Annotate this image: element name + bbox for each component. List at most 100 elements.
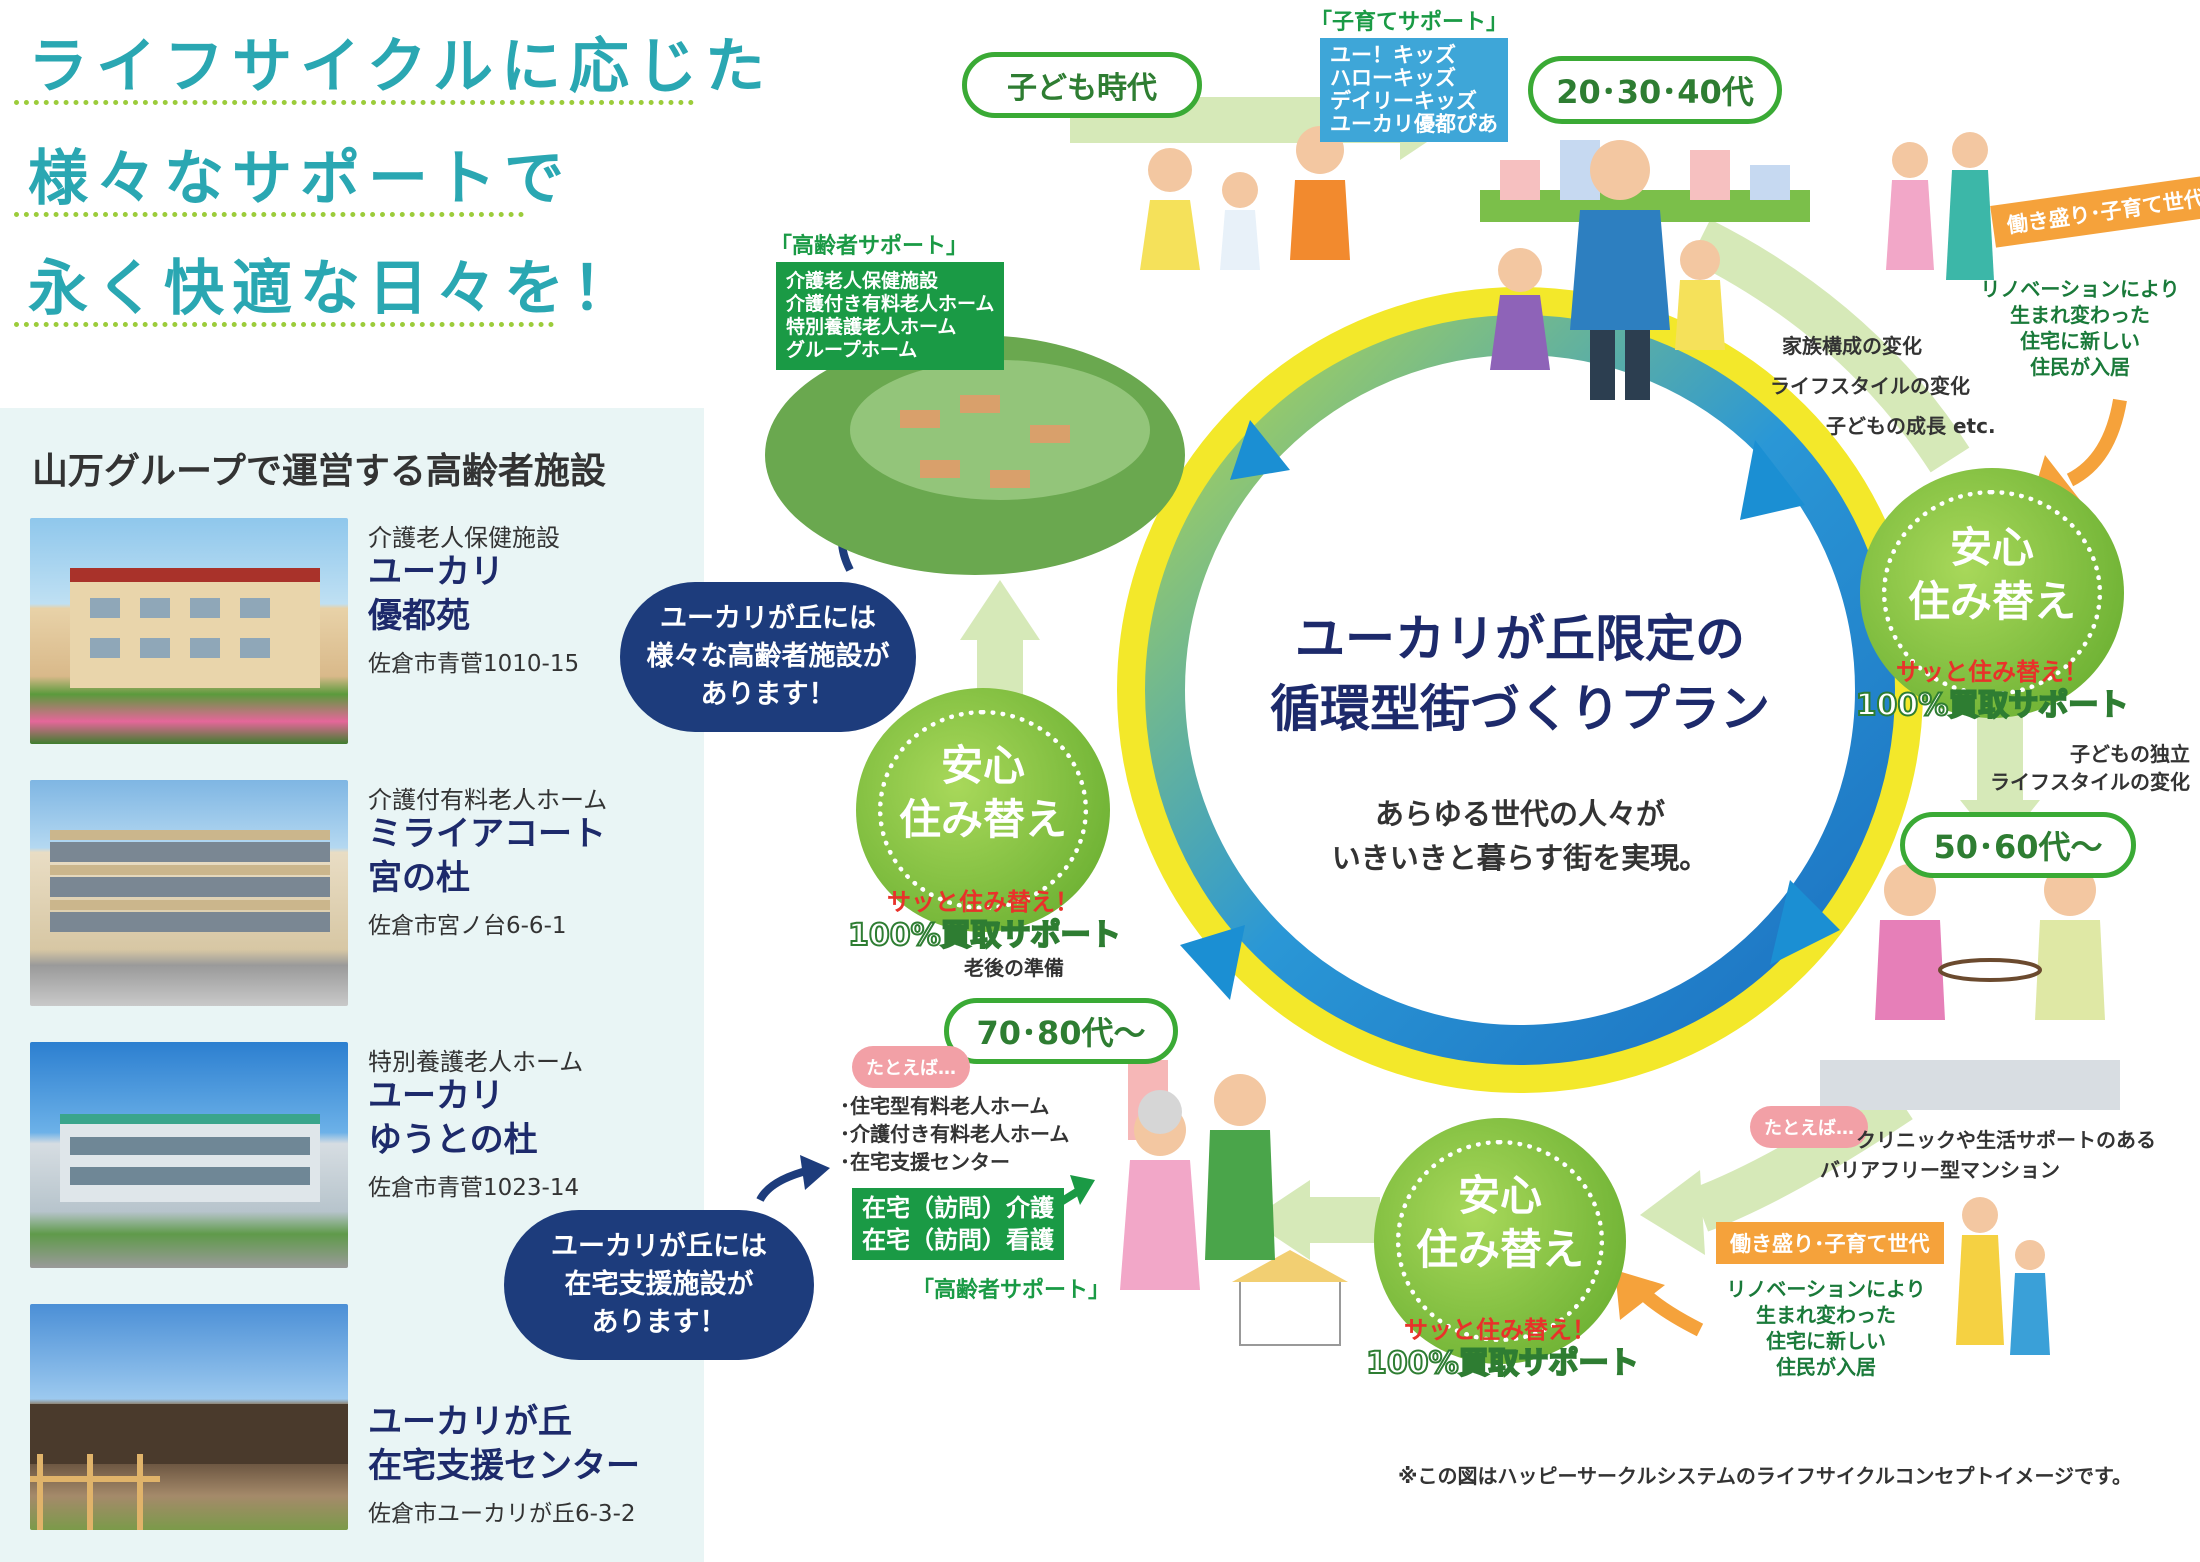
badge-title-line: 住み替え: [898, 795, 1067, 844]
change-lifestyle: ライフスタイルの変化: [1770, 374, 1970, 398]
stage-70-80s: 70･80代～: [944, 998, 1178, 1064]
badge-bottom-sub2: 100%買取サポート: [1365, 1345, 1640, 1382]
badge-title-line: 安心: [1949, 523, 2034, 572]
home-care-item: 在宅（訪問）介護: [862, 1194, 1054, 1222]
badge-title-line: 安心: [940, 741, 1025, 790]
senior-support-top-label: 「高齢者サポート」: [770, 234, 969, 259]
badge-title-line: 安心: [1457, 1171, 1542, 1220]
child-support-item: ユー！キッズ: [1330, 43, 1456, 67]
facilities-title: 山万グループで運営する高齢者施設: [32, 451, 606, 492]
change-child-independence: 子どもの独立: [2070, 742, 2190, 766]
working-generation-label-bottom: 働き盛り･子育て世代: [1716, 1222, 1944, 1264]
renovation-line: 住民が入居: [2030, 355, 2130, 379]
cloud-senior-facilities: ユーカリが丘には 様々な高齢者施設が あります！: [620, 582, 916, 732]
change-lifestyle-2: ライフスタイルの変化: [1990, 770, 2190, 794]
renovation-line: 生まれ変わった: [1756, 1303, 1896, 1327]
child-support-item: デイリーキッズ: [1330, 89, 1477, 113]
couple-cafe-illustration: [1875, 864, 2105, 1020]
child-support-list: ユー！キッズ ハローキッズ デイリーキッズ ユーカリ優都ぴあ: [1320, 38, 1508, 142]
facility-photo-yuutoen: [30, 518, 348, 744]
renovation-line: 住宅に新しい: [1766, 1329, 1886, 1353]
home-care-item: 在宅（訪問）看護: [862, 1226, 1054, 1254]
cloud-bottom-line: あります！: [591, 1307, 727, 1338]
senior-support-item: 特別養護老人ホーム: [786, 316, 957, 338]
cloud-home-support: ユーカリが丘には 在宅支援施設が あります！: [504, 1210, 814, 1360]
headline-line-2: 様々なサポートで: [28, 144, 572, 214]
senior-couple-illustration: [1120, 1074, 1275, 1290]
footnote: ※この図はハッピーサークルシステムのライフサイクルコンセプトイメージです。: [1398, 1464, 2133, 1488]
senior-example-label: たとえば…: [852, 1046, 970, 1088]
facility-address-1: 佐倉市青菅1010-15: [368, 651, 580, 677]
change-family-composition: 家族構成の変化: [1782, 334, 1922, 358]
child-support-item: ユーカリ優都ぴあ: [1330, 112, 1498, 136]
badge-right-sub2: 100%買取サポート: [1855, 687, 2130, 724]
headline-line-3: 永く快適な日々を！: [28, 254, 640, 324]
senior-example-item: ･介護付き有料老人ホーム: [840, 1122, 1070, 1146]
badge-left-sub1: サッと住み替え！: [887, 888, 1079, 916]
facility-address-3: 佐倉市青菅1023-14: [368, 1175, 580, 1201]
child-support-label: 「子育てサポート」: [1310, 10, 1509, 35]
working-family-bottom-illustration: [1956, 1197, 2050, 1355]
badge-relocation-left: 安心 住み替え: [856, 688, 1110, 932]
badge-relocation-right: 安心 住み替え: [1860, 468, 2124, 718]
headline-divider-1: [14, 100, 694, 105]
facility-address-4: 佐倉市ユーカリが丘6-3-2: [368, 1501, 636, 1527]
facility-name-3b: ゆうとの杜: [368, 1120, 538, 1160]
facility-photo-miraia: [30, 780, 348, 1006]
stage-20-30-40s: 20･30･40代: [1528, 56, 1782, 124]
renovation-text-top: リノベーションにより 生まれ変わった 住宅に新しい 住民が入居: [1980, 276, 2180, 380]
facility-type-3: 特別養護老人ホーム: [368, 1048, 584, 1076]
senior-support-top-list: 介護老人保健施設 介護付き有料老人ホーム 特別養護老人ホーム グループホーム: [776, 262, 1005, 370]
cloud-top-line: 様々な高齢者施設が: [646, 641, 890, 672]
center-title-line-2: 循環型街づくりプラン: [1270, 680, 1770, 738]
facility-name-4b: 在宅支援センター: [368, 1446, 640, 1486]
headline-line-1: ライフサイクルに応じた: [28, 32, 773, 102]
old-age-preparation: 老後の準備: [964, 956, 1064, 980]
stage-50-60s: 50･60代～: [1900, 812, 2136, 878]
cloud-top-line: あります！: [700, 679, 836, 710]
senior-support-item: 介護付き有料老人ホーム: [786, 293, 995, 315]
renovation-line: リノベーションにより: [1726, 1277, 1926, 1301]
middle-example-line-1: クリニックや生活サポートのある: [1856, 1128, 2156, 1152]
facility-name-1b: 優都苑: [368, 596, 470, 636]
middle-example-line-2: バリアフリー型マンション: [1820, 1158, 2060, 1182]
facility-type-1: 介護老人保健施設: [368, 524, 560, 552]
facility-name-2a: ミライアコート: [368, 814, 606, 854]
home-care-list: 在宅（訪問）介護 在宅（訪問）看護: [852, 1188, 1064, 1260]
center-subtitle-line-2: いきいきと暮らす街を実現。: [1331, 841, 1709, 875]
badge-bottom-sub1: サッと住み替え！: [1404, 1316, 1596, 1344]
renovation-line: 生まれ変わった: [2010, 303, 2150, 327]
cloud-bottom-line: 在宅支援施設が: [564, 1269, 754, 1300]
family-illustration: [1490, 140, 1725, 400]
senior-example-list: ･住宅型有料老人ホーム ･介護付き有料老人ホーム ･在宅支援センター: [840, 1092, 1069, 1176]
senior-support-item: グループホーム: [786, 339, 918, 361]
facility-name-1a: ユーカリ: [368, 552, 504, 592]
senior-example-item: ･住宅型有料老人ホーム: [840, 1094, 1050, 1118]
badge-title-line: 住み替え: [1907, 577, 2076, 626]
center-subtitle-line-1: あらゆる世代の人々が: [1374, 797, 1665, 831]
cloud-top-line: ユーカリが丘には: [660, 603, 876, 634]
renovation-line: 住民が入居: [1776, 1355, 1876, 1379]
working-family-top-illustration: [1886, 132, 1994, 280]
facility-name-2b: 宮の杜: [368, 858, 470, 898]
change-child-growth: 子どもの成長 etc.: [1826, 414, 1996, 438]
cloud-bottom-line: ユーカリが丘には: [551, 1231, 767, 1262]
facility-photo-support-center: [30, 1304, 348, 1530]
badge-left-sub2: 100%買取サポート: [847, 917, 1122, 954]
headline-divider-3: [14, 322, 554, 327]
headline-divider-2: [14, 212, 524, 217]
badge-title-line: 住み替え: [1415, 1225, 1584, 1274]
stage-childhood: 子ども時代: [962, 52, 1202, 118]
facility-name-4a: ユーカリが丘: [368, 1402, 572, 1442]
facility-type-2: 介護付有料老人ホーム: [368, 786, 608, 814]
renovation-line: リノベーションにより: [1980, 277, 2180, 301]
center-title-line-1: ユーカリが丘限定の: [1295, 610, 1745, 668]
renovation-line: 住宅に新しい: [2020, 329, 2140, 353]
senior-support-item: 介護老人保健施設: [786, 270, 939, 292]
child-support-item: ハローキッズ: [1330, 66, 1456, 90]
middle-example-label: たとえば…: [1750, 1106, 1868, 1148]
renovation-text-bottom: リノベーションにより 生まれ変わった 住宅に新しい 住民が入居: [1726, 1276, 1926, 1380]
senior-support-bottom-label: 「高齢者サポート」: [912, 1278, 1111, 1303]
facility-name-3a: ユーカリ: [368, 1076, 504, 1116]
facility-photo-yuutonomori: [30, 1042, 348, 1268]
